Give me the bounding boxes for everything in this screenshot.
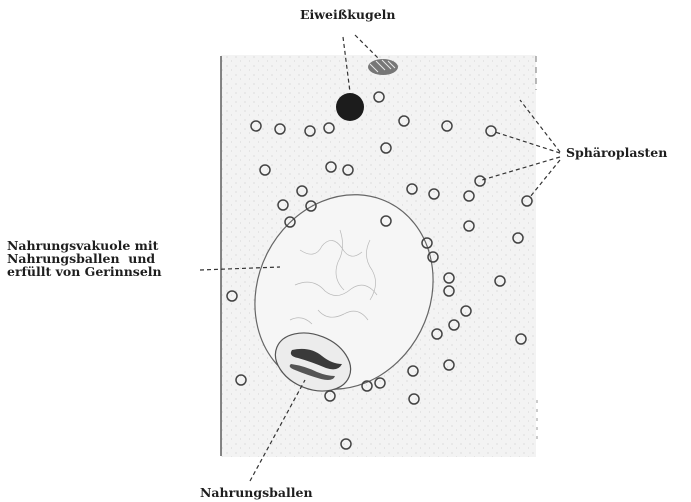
label-nahrungsvakuole: Nahrungsvakuole mit Nahrungsballen und e… [7,239,162,278]
protein-ball-hatched [368,59,398,75]
label-nahrungsvakuole-line-3: erfüllt von Gerinnseln [7,265,162,278]
label-eiweisskugeln: Eiweißkugeln [300,8,396,21]
label-nahrungsballen: Nahrungsballen [200,486,313,499]
protein-ball-dark [336,93,364,121]
label-sphaeroplasten: Sphäroplasten [566,146,667,159]
leader-eiweiss-2 [355,35,378,58]
